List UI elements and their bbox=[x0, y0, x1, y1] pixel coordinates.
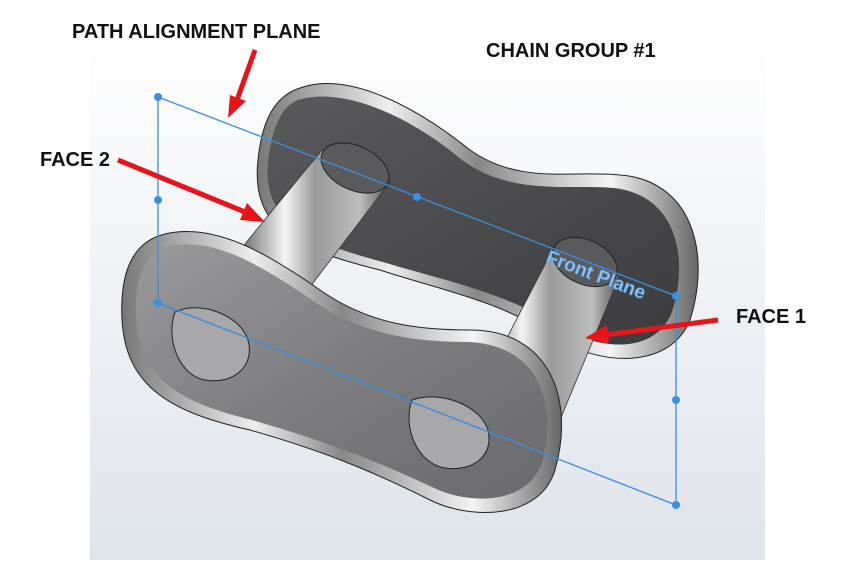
front-plate bbox=[121, 230, 562, 513]
callout-arrows bbox=[117, 49, 719, 344]
path-alignment-plane bbox=[154, 93, 680, 509]
face-1-label: FACE 1 bbox=[736, 306, 807, 328]
path-alignment-plane-label: PATH ALIGNMENT PLANE bbox=[72, 21, 321, 43]
face-2-label: FACE 2 bbox=[40, 149, 111, 171]
pin-head-right bbox=[408, 396, 490, 470]
pin-head-left bbox=[171, 307, 250, 382]
chain-group-label: CHAIN GROUP #1 bbox=[486, 40, 656, 62]
